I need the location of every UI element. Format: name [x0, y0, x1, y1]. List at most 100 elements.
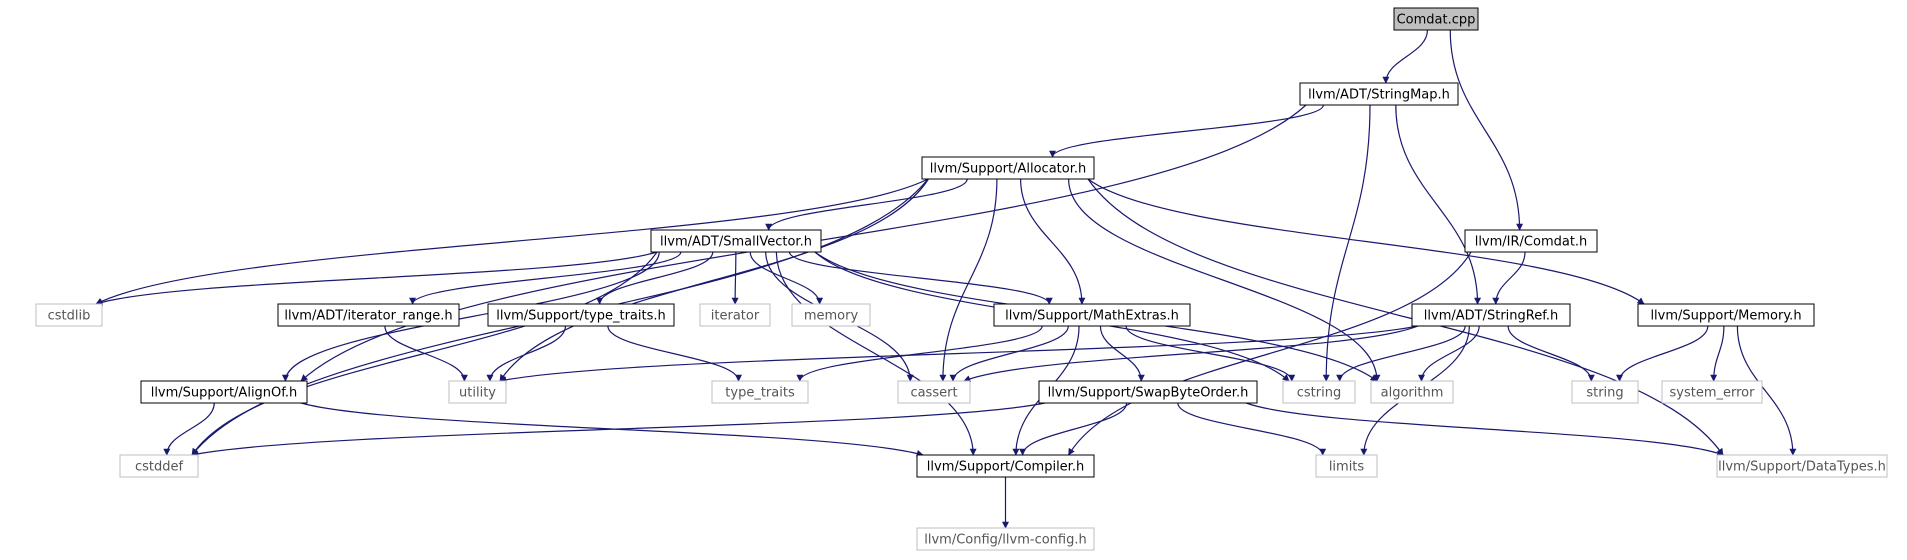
node-algorithm: algorithm: [1370, 380, 1454, 404]
node-box: [916, 527, 1095, 551]
edge-allocator_h-to-datatypes_h: [1087, 178, 1724, 456]
edges-layer: [95, 29, 1797, 529]
node-limits: limits: [1315, 454, 1378, 478]
node-iterator_range_h[interactable]: llvm/ADT/iterator_range.h: [277, 303, 460, 327]
edge-ir_comdat_h-to-compiler_h: [1068, 251, 1472, 456]
edge-allocator_h-to-mathextras_h: [1020, 178, 1086, 305]
node-label: Comdat.cpp: [1397, 13, 1476, 28]
edge-mathextras_h-to-cstring: [1125, 325, 1296, 382]
edge-smallvector_h-to-compiler_h: [775, 251, 977, 456]
node-label: llvm/Support/type_traits.h: [496, 309, 666, 324]
node-box: [140, 380, 308, 404]
node-label: llvm/Support/Allocator.h: [930, 162, 1087, 177]
edge-mathextras_h-to-type_traits: [796, 325, 1043, 382]
node-label: llvm/Support/Compiler.h: [927, 460, 1084, 475]
node-label: limits: [1329, 460, 1365, 475]
node-ir_comdat_h[interactable]: llvm/IR/Comdat.h: [1464, 229, 1598, 253]
node-box: [1411, 303, 1571, 327]
node-label: iterator: [711, 309, 760, 324]
node-label: llvm/Config/llvm-config.h: [924, 533, 1086, 548]
node-label: system_error: [1670, 386, 1756, 401]
node-cstring: cstring: [1282, 380, 1356, 404]
node-iterator: iterator: [699, 303, 771, 327]
node-stringmap_h[interactable]: llvm/ADT/StringMap.h: [1299, 82, 1459, 106]
node-stringref_h[interactable]: llvm/ADT/StringRef.h: [1411, 303, 1571, 327]
edge-stringmap_h-to-cstring: [1322, 104, 1371, 382]
node-box: [1299, 82, 1459, 106]
edge-stringmap_h-to-allocator_h: [1049, 104, 1324, 158]
node-mathextras_h[interactable]: llvm/Support/MathExtras.h: [993, 303, 1191, 327]
edge-allocator_h-to-cassert: [939, 178, 998, 382]
node-box: [1716, 454, 1888, 478]
edge-smallvector_h-to-iterator_range_h: [409, 251, 682, 305]
node-label: llvm/IR/Comdat.h: [1475, 235, 1588, 250]
edge-stringref_h-to-cassert: [963, 325, 1419, 382]
node-type_traits_h[interactable]: llvm/Support/type_traits.h: [487, 303, 675, 327]
node-label: llvm/ADT/StringMap.h: [1308, 88, 1450, 103]
node-string: string: [1571, 380, 1639, 404]
edge-allocator_h-to-memory_h: [1087, 178, 1645, 305]
edge-stringref_h-to-algorithm: [1417, 325, 1480, 382]
node-box: [1393, 7, 1479, 31]
node-label: llvm/Support/Memory.h: [1650, 309, 1801, 324]
node-box: [791, 303, 871, 327]
edge-stringref_h-to-cstring: [1336, 325, 1466, 382]
node-memory_h[interactable]: llvm/Support/Memory.h: [1637, 303, 1815, 327]
edge-swapbyteorder_h-to-limits: [1177, 402, 1327, 456]
nodes-layer: Comdat.cpp llvm/ADT/StringMap.h llvm/Suppo…: [35, 7, 1888, 551]
edge-mathextras_h-to-swapbyteorder_h: [1099, 325, 1145, 382]
node-box: [1315, 454, 1378, 478]
node-cassert: cassert: [897, 380, 971, 404]
edge-memory_h-to-datatypes_h: [1736, 325, 1797, 456]
edge-allocator_h-to-algorithm: [1068, 178, 1381, 382]
edge-swapbyteorder_h-to-datatypes_h: [1245, 402, 1725, 457]
edge-stringref_h-to-string: [1507, 325, 1595, 382]
node-box: [448, 380, 507, 404]
edge-smallvector_h-to-cstdlib: [95, 251, 658, 306]
node-box: [916, 454, 1095, 478]
edge-alignof_h-to-cstddef: [163, 402, 215, 456]
node-box: [35, 303, 103, 327]
edge-smallvector_h-to-alignof_h: [281, 251, 660, 382]
edge-swapbyteorder_h-to-compiler_h: [1019, 402, 1128, 456]
node-box: [897, 380, 971, 404]
edge-smallvector_h-to-type_traits_h: [596, 251, 714, 305]
node-label: llvm/Support/AlignOf.h: [151, 386, 298, 401]
node-datatypes_h: llvm/Support/DataTypes.h: [1716, 454, 1888, 478]
edge-mathextras_h-to-cassert: [949, 325, 1069, 382]
edge-stringmap_h-to-stringref_h: [1395, 104, 1482, 305]
node-label: llvm/Support/DataTypes.h: [1718, 460, 1886, 475]
node-utility: utility: [448, 380, 507, 404]
node-smallvector_h[interactable]: llvm/ADT/SmallVector.h: [650, 229, 822, 253]
node-label: llvm/ADT/StringRef.h: [1424, 309, 1558, 324]
edge-allocator_h-to-smallvector_h: [765, 178, 968, 231]
edge-swapbyteorder_h-to-cstddef: [191, 402, 1046, 458]
node-comdat_cpp[interactable]: Comdat.cpp: [1393, 7, 1479, 31]
edge-type_traits_h-to-utility: [486, 325, 567, 382]
node-label: utility: [459, 386, 496, 401]
node-box: [277, 303, 460, 327]
node-label: cassert: [910, 386, 957, 401]
node-box: [993, 303, 1191, 327]
node-box: [921, 156, 1095, 180]
edge-smallvector_h-to-memory: [749, 251, 824, 305]
node-box: [1282, 380, 1356, 404]
edge-iterator_range_h-to-utility: [384, 325, 468, 382]
node-box: [1038, 380, 1258, 404]
node-label: llvm/Support/SwapByteOrder.h: [1048, 386, 1249, 401]
node-alignof_h[interactable]: llvm/Support/AlignOf.h: [140, 380, 308, 404]
node-system_error: system_error: [1661, 380, 1763, 404]
edge-smallvector_h-to-mathextras_h: [788, 251, 1053, 305]
node-label: type_traits: [725, 386, 795, 401]
node-memory: memory: [791, 303, 871, 327]
node-box: [487, 303, 675, 327]
edge-comdat_cpp-to-stringmap_h: [1382, 29, 1429, 84]
node-compiler_h[interactable]: llvm/Support/Compiler.h: [916, 454, 1095, 478]
edge-smallvector_h-to-iterator: [731, 251, 739, 305]
node-llvm_config_h: llvm/Config/llvm-config.h: [916, 527, 1095, 551]
edge-ir_comdat_h-to-stringref_h: [1492, 251, 1526, 305]
node-allocator_h[interactable]: llvm/Support/Allocator.h: [921, 156, 1095, 180]
node-type_traits: type_traits: [711, 380, 809, 404]
node-box: [699, 303, 771, 327]
node-swapbyteorder_h[interactable]: llvm/Support/SwapByteOrder.h: [1038, 380, 1258, 404]
